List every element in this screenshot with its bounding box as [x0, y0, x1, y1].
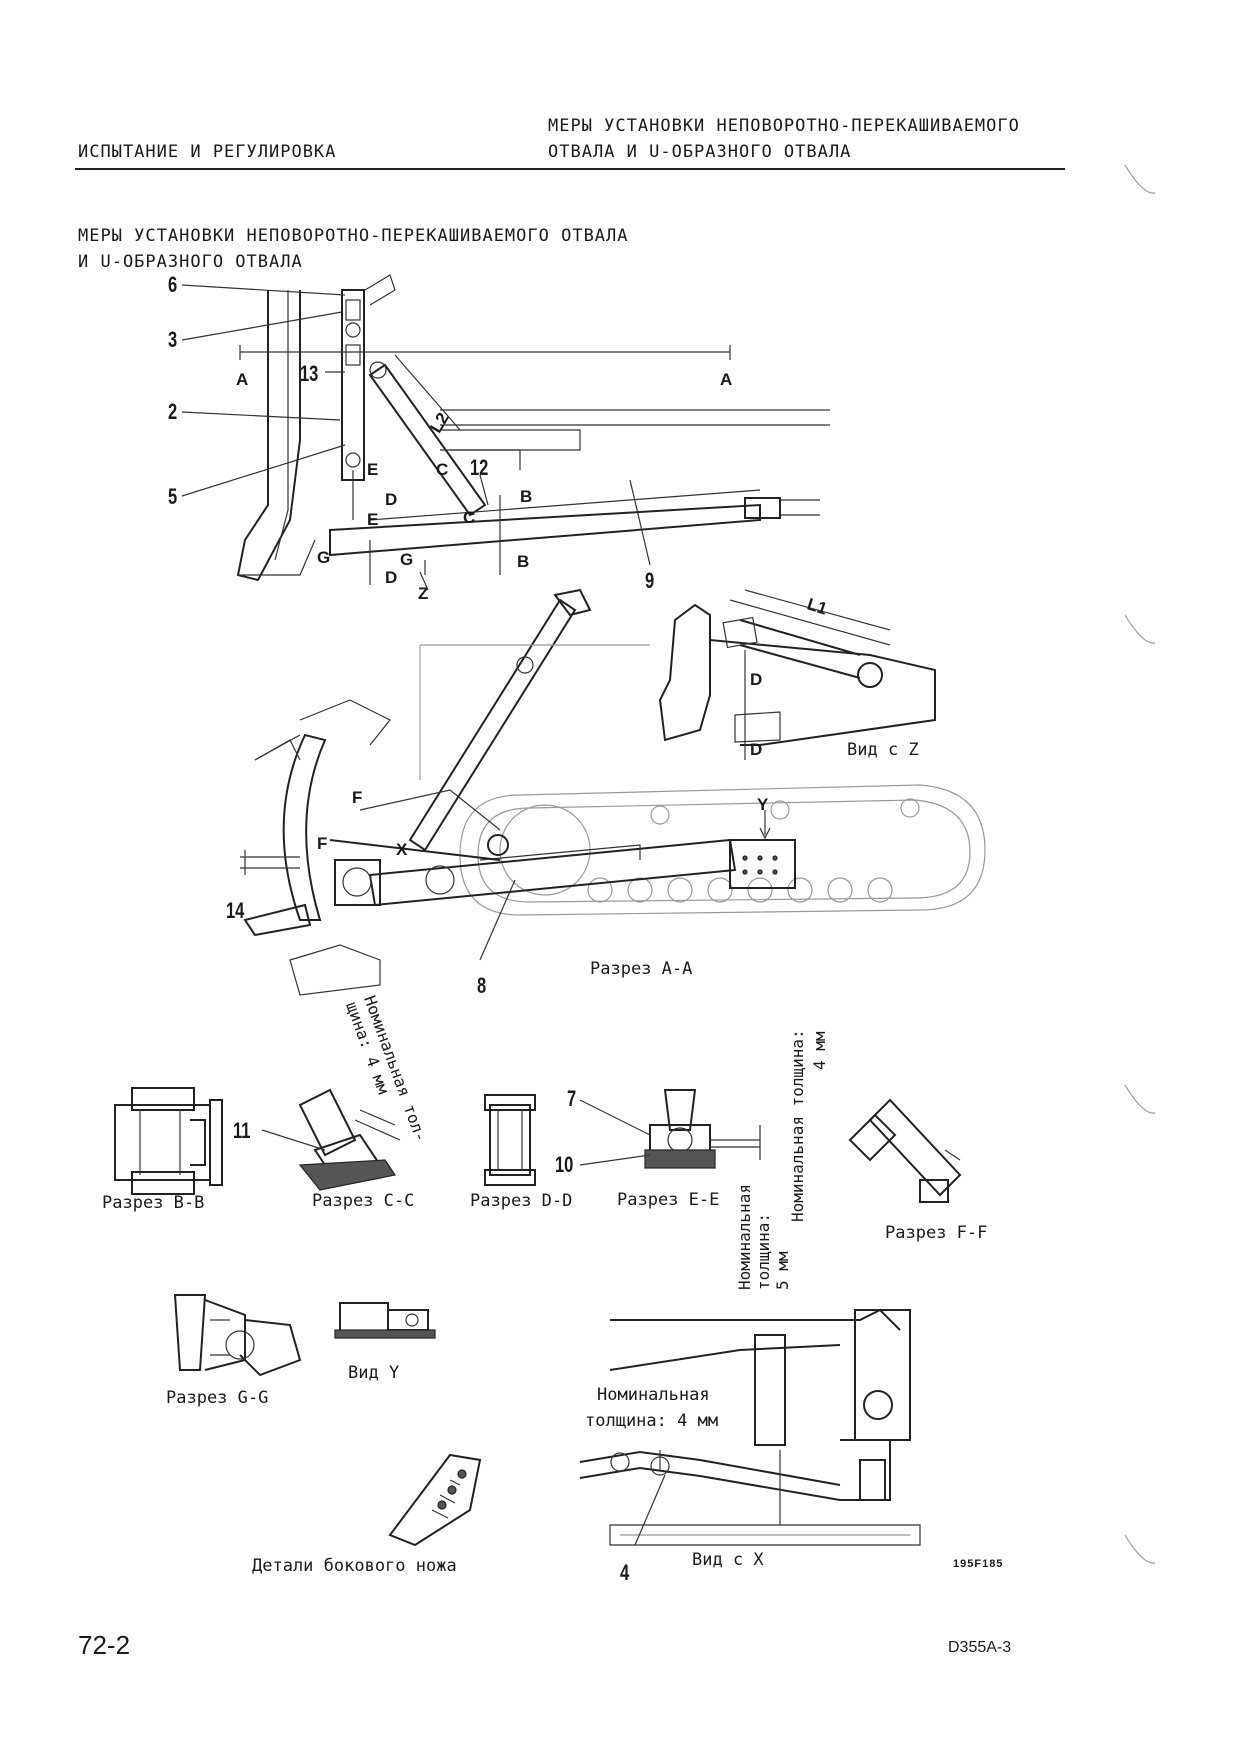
header-left: ИСПЫТАНИЕ И РЕГУЛИРОВКА [78, 142, 337, 162]
header-right-line2: ОТВАЛА И U-ОБРАЗНОГО ОТВАЛА [548, 142, 852, 162]
label-section-gg: Разрез G-G [166, 1388, 269, 1408]
view-z-drawing [658, 589, 936, 760]
callout-13: 13 [300, 361, 319, 386]
marker-z: Z [418, 584, 429, 603]
marker-g-right: G [400, 550, 414, 569]
callout-11: 11 [233, 1118, 251, 1143]
callout-3: 3 [168, 327, 178, 352]
note-ee-left-line1: Номинальная [735, 1184, 754, 1290]
label-side-cutter: Детали бокового ножа [252, 1556, 457, 1576]
section-dd-drawing [484, 1094, 536, 1186]
punch-hole [1124, 614, 1156, 644]
marker-d-upper: D [385, 490, 398, 509]
marker-a-right: A [720, 370, 733, 389]
callout-14: 14 [226, 898, 245, 923]
callout-12: 12 [470, 455, 489, 480]
marker-g-left: G [317, 548, 331, 567]
label-section-ff: Разрез F-F [885, 1223, 988, 1243]
model-code: D355A-3 [948, 1639, 1012, 1656]
view-x-drawing [579, 1308, 921, 1546]
section-ff-drawing [848, 1098, 962, 1203]
label-section-bb: Разрез B-B [102, 1193, 205, 1213]
marker-b-lower: B [517, 552, 530, 571]
label-view-z: Вид с Z [847, 740, 919, 760]
marker-e-upper: E [367, 460, 379, 479]
section-aa-drawing [240, 588, 986, 996]
marker-d-viewz-lower: D [750, 740, 763, 759]
page-title-line1: МЕРЫ УСТАНОВКИ НЕПОВОРОТНО-ПЕРЕКАШИВАЕМО… [78, 226, 629, 246]
label-section-aa: Разрез A-A [590, 959, 693, 979]
marker-y: Y [757, 795, 769, 814]
main-side-view [181, 274, 830, 591]
marker-f-upper: F [352, 788, 363, 807]
callout-6: 6 [168, 272, 178, 297]
callout-8: 8 [477, 973, 487, 998]
callout-2: 2 [168, 399, 178, 424]
punch-hole [1124, 1534, 1156, 1564]
header-right-line1: МЕРЫ УСТАНОВКИ НЕПОВОРОТНО-ПЕРЕКАШИВАЕМО… [548, 116, 1020, 136]
marker-e-lower: E [367, 510, 379, 529]
callout-9: 9 [645, 568, 655, 593]
marker-d-viewz-upper: D [750, 670, 763, 689]
marker-c-upper: C [436, 460, 449, 479]
side-cutter-drawing [388, 1453, 482, 1547]
page-number: 72-2 [78, 1630, 131, 1660]
label-view-x: Вид с X [692, 1550, 764, 1570]
callout-4: 4 [620, 1560, 630, 1585]
marker-a-left: A [236, 370, 249, 389]
callout-7: 7 [567, 1086, 577, 1111]
callout-10: 10 [555, 1152, 574, 1177]
view-y-drawing [334, 1302, 436, 1339]
note-ee-right-line2: 4 мм [810, 1031, 829, 1070]
note-ee-left-line2: толщина: [754, 1212, 773, 1290]
note-ee-right-2: 4 мм [810, 1031, 829, 1070]
callout-5: 5 [168, 484, 178, 509]
figure-code: 195F185 [953, 1558, 1004, 1570]
marker-d-lower: D [385, 568, 398, 587]
section-gg-drawing [173, 1294, 302, 1377]
marker-c-lower: C [463, 508, 476, 527]
label-section-cc: Разрез C-C [312, 1191, 415, 1211]
punch-hole [1124, 164, 1156, 194]
page-title-line2: И U-ОБРАЗНОГО ОТВАЛА [78, 252, 303, 272]
note-ee-left: Номинальная толщина: 5 мм [735, 1184, 792, 1290]
section-bb-drawing [114, 1087, 223, 1195]
label-section-dd: Разрез D-D [470, 1191, 573, 1211]
label-view-y: Вид Y [348, 1363, 400, 1383]
note-ee-right-line1: Номинальная толщина: [788, 1029, 807, 1222]
punch-hole [1124, 1084, 1156, 1114]
marker-f-lower: F [317, 834, 328, 853]
marker-x: X [396, 840, 408, 859]
note-viewx-line2: толщина: 4 мм [585, 1411, 719, 1431]
note-viewx-line1: Номинальная [597, 1385, 710, 1405]
section-ee-drawing [579, 1089, 761, 1169]
note-ee-right: Номинальная толщина: [788, 1029, 807, 1222]
marker-b-upper: B [520, 487, 533, 506]
section-cc-drawing [261, 1088, 401, 1191]
label-section-ee: Разрез E-E [617, 1190, 720, 1210]
